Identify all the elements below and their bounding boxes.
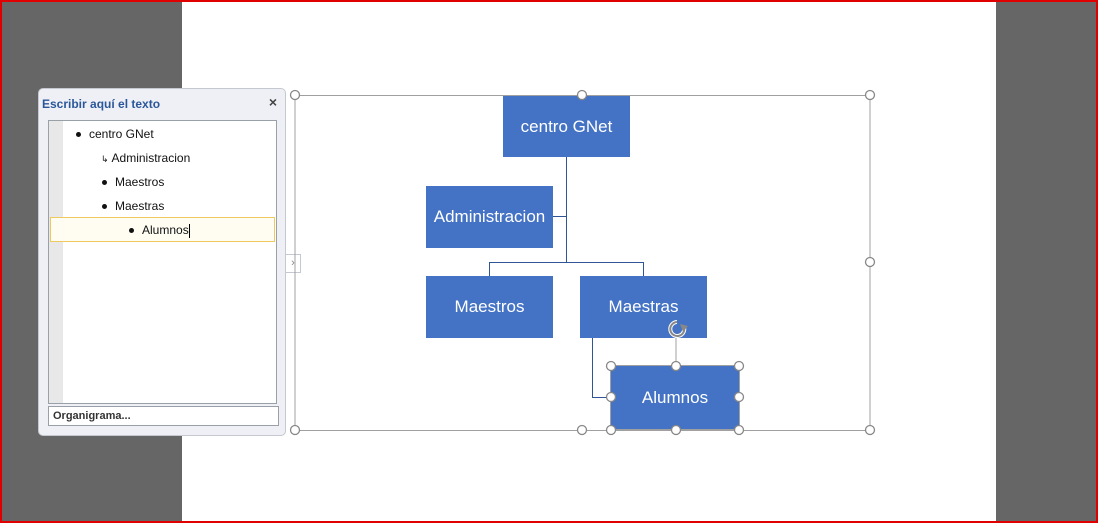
assistant-arrow-icon: ↳ bbox=[101, 154, 109, 164]
org-node-maestros[interactable]: Maestros bbox=[426, 276, 553, 338]
chevron-right-icon[interactable]: › bbox=[285, 254, 301, 273]
rotate-handle-icon bbox=[668, 320, 688, 338]
close-icon[interactable]: × bbox=[268, 94, 277, 110]
list-item[interactable]: Alumnos bbox=[129, 223, 190, 238]
bullet-icon bbox=[129, 228, 134, 234]
text-cursor bbox=[188, 223, 190, 238]
org-node-root[interactable]: centro GNet bbox=[503, 96, 630, 157]
organigrama-link[interactable]: Organigrama... bbox=[48, 406, 279, 426]
document-page bbox=[182, 0, 996, 523]
list-item[interactable]: Maestros bbox=[102, 175, 164, 189]
org-node-alumnos[interactable]: Alumnos bbox=[610, 365, 740, 430]
list-item[interactable]: ↳Administracion bbox=[101, 151, 191, 165]
list-item[interactable]: Maestras bbox=[102, 199, 164, 213]
bullet-icon bbox=[76, 132, 81, 138]
text-pane: Escribir aquí el texto × centro GNet ↳Ad… bbox=[38, 88, 286, 436]
list-item[interactable]: centro GNet bbox=[76, 127, 154, 141]
bullet-icon bbox=[102, 180, 107, 186]
text-pane-list[interactable]: centro GNet ↳Administracion Maestros Mae… bbox=[48, 120, 277, 404]
bullet-icon bbox=[102, 204, 107, 210]
text-pane-title: Escribir aquí el texto bbox=[42, 97, 161, 111]
org-node-assistant[interactable]: Administracion bbox=[426, 186, 553, 248]
org-node-maestras[interactable]: Maestras bbox=[580, 276, 707, 338]
selected-line-highlight bbox=[50, 217, 275, 242]
